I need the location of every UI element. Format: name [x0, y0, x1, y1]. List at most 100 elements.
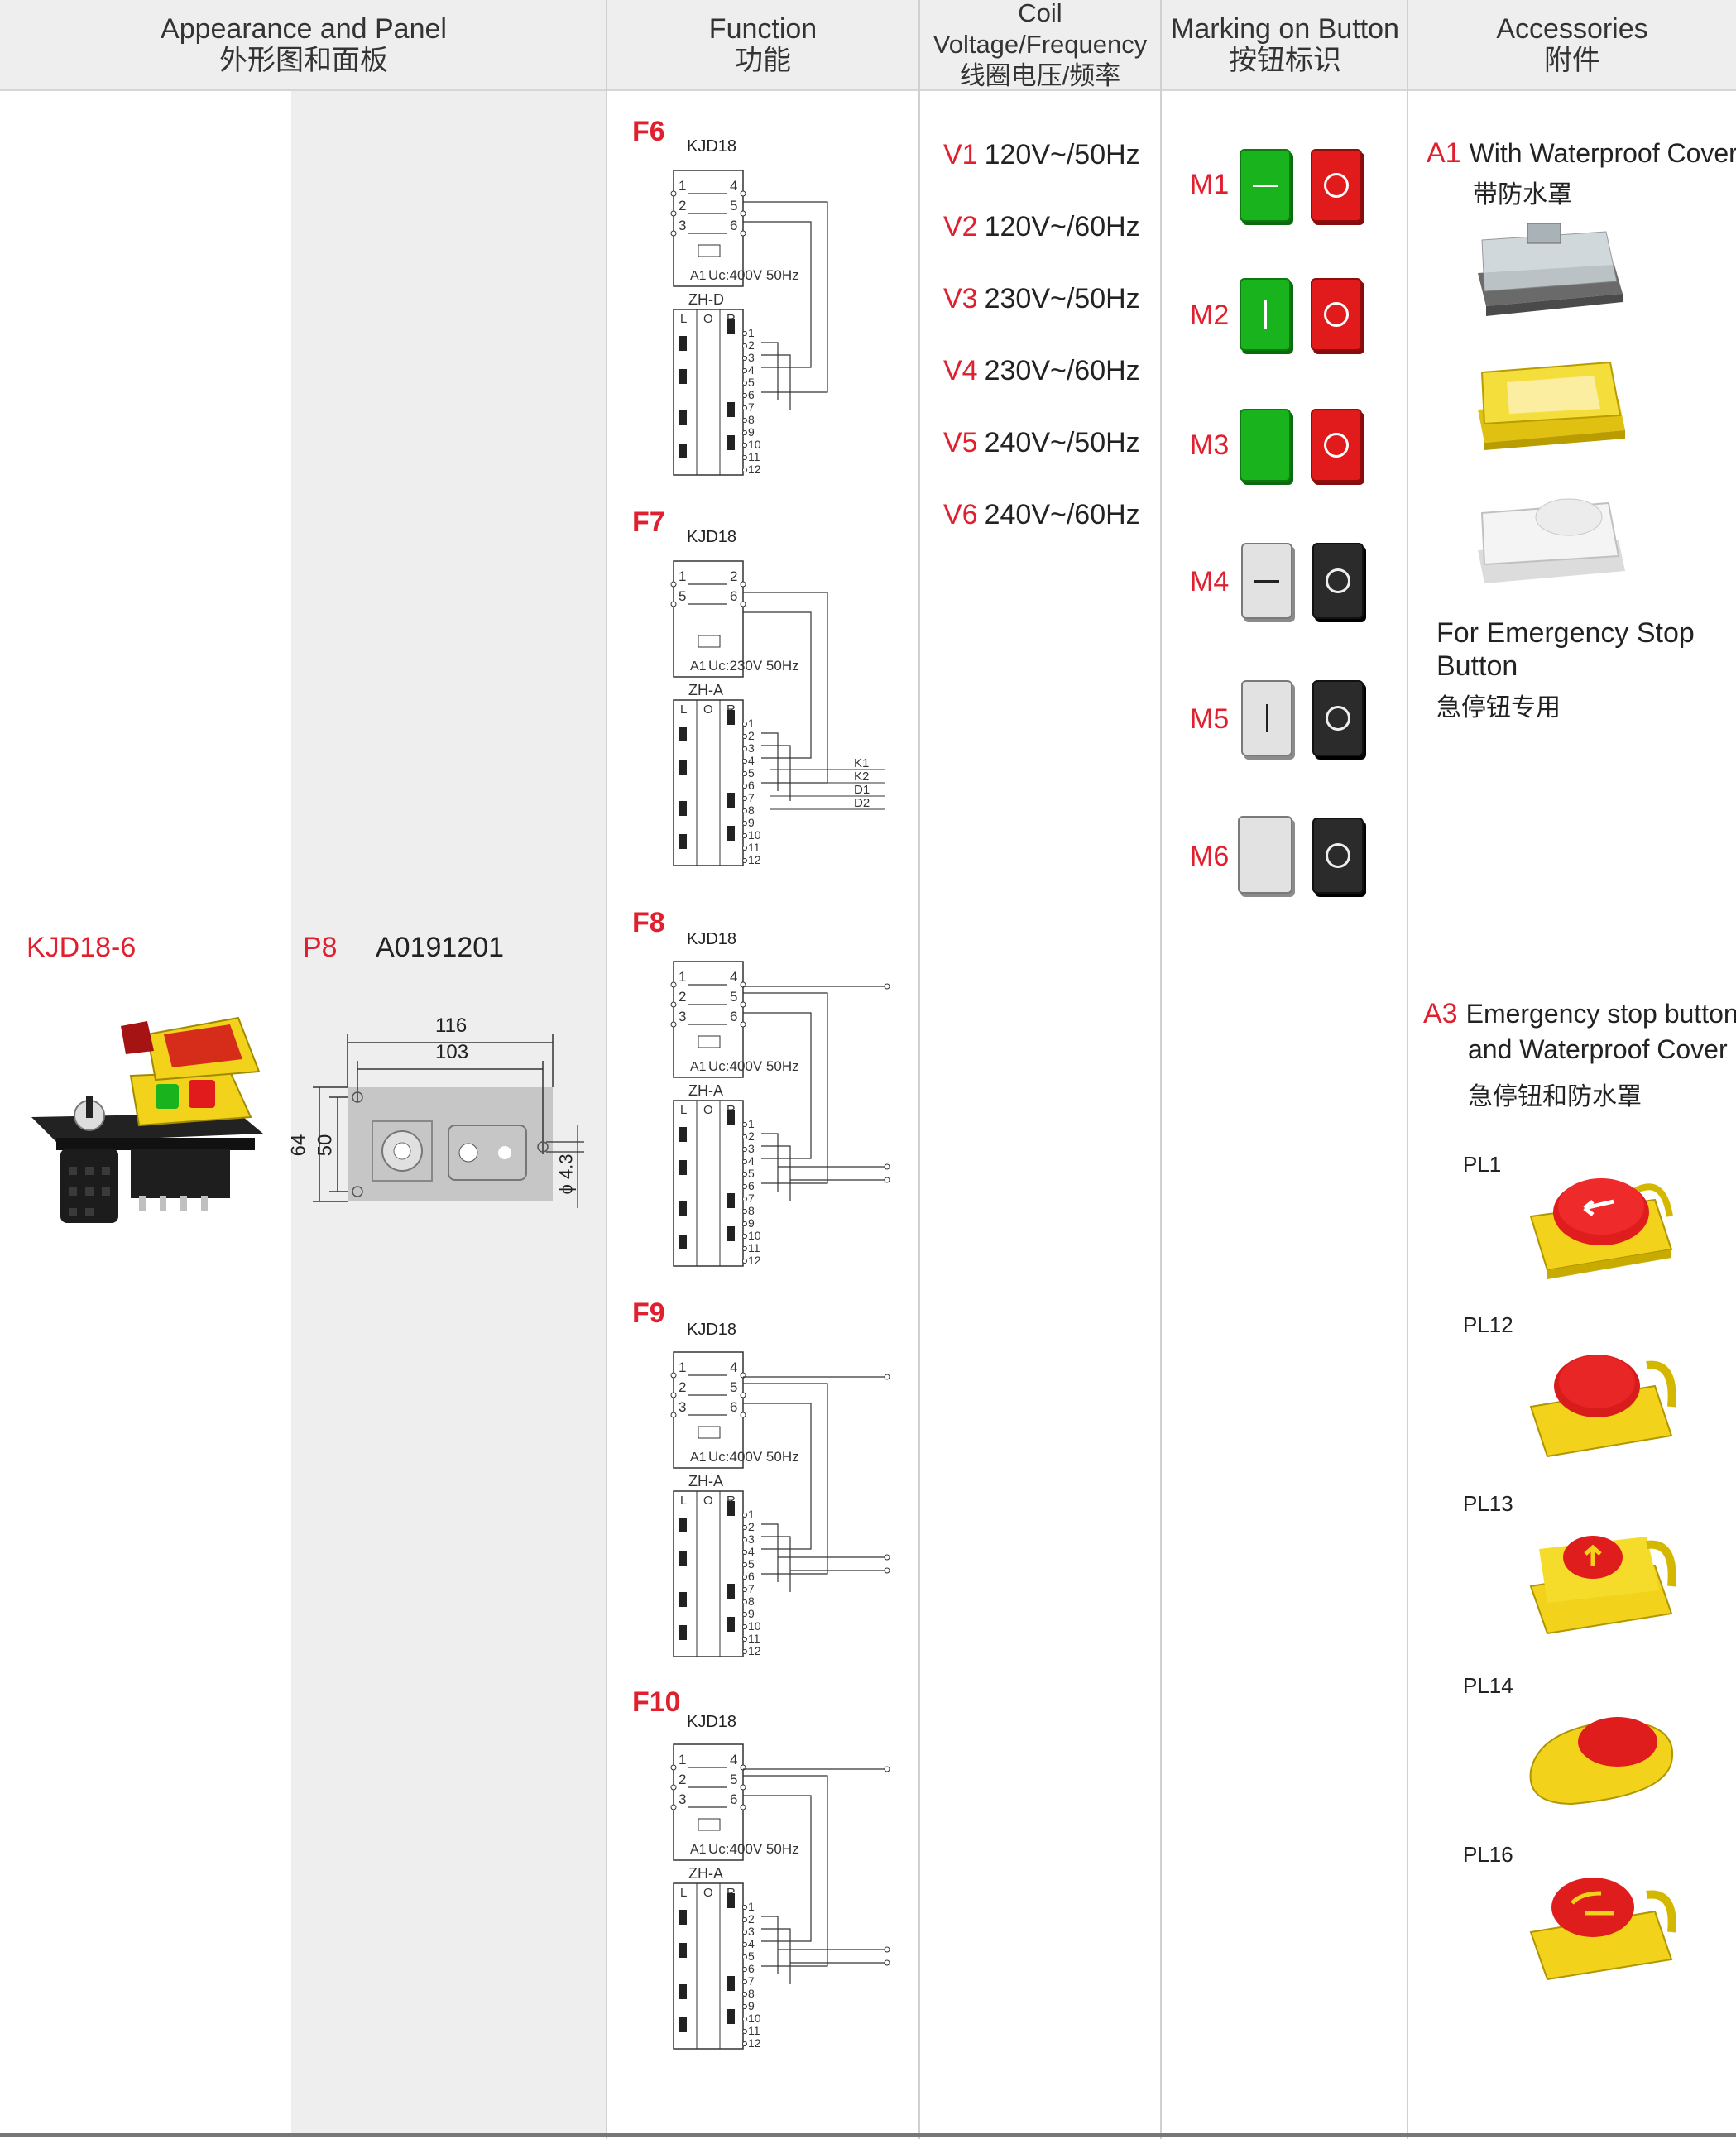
- stop-button-m4: [1312, 543, 1364, 619]
- svg-text:4: 4: [730, 178, 737, 194]
- svg-text:1: 1: [679, 178, 686, 194]
- header-marking-cn: 按钮标识: [1229, 45, 1341, 76]
- accessory-a3-cn: 急停钮和防水罩: [1468, 1083, 1642, 1110]
- svg-text:8: 8: [748, 803, 755, 817]
- svg-text:9: 9: [748, 816, 755, 829]
- panel-number: A0191201: [376, 932, 505, 963]
- dash-symbol: [1254, 579, 1279, 583]
- svg-text:D2: D2: [854, 796, 870, 810]
- dim-hole: ϕ 4.3: [555, 1153, 577, 1195]
- stop-button-m5: [1312, 680, 1364, 756]
- svg-text:6: 6: [730, 1399, 737, 1415]
- svg-text:ZH-D: ZH-D: [688, 291, 724, 308]
- estop-pl16-image: [1529, 1878, 1676, 1981]
- svg-text:10: 10: [748, 1229, 761, 1242]
- header-voltage-en: Coil Voltage/Frequency: [933, 0, 1148, 59]
- header-accessories-cn: 附件: [1544, 45, 1600, 76]
- svg-text:5: 5: [748, 766, 755, 779]
- o-symbol: [1326, 706, 1350, 731]
- svg-text:L: L: [680, 1494, 687, 1508]
- svg-text:12: 12: [748, 1254, 761, 1267]
- accessory-a1-en: With Waterproof Cover: [1469, 138, 1736, 168]
- svg-text:Uc:400V 50Hz: Uc:400V 50Hz: [708, 1058, 799, 1074]
- svg-text:O: O: [703, 1494, 713, 1508]
- svg-text:A1: A1: [690, 659, 707, 674]
- svg-text:7: 7: [748, 1582, 755, 1595]
- svg-text:4: 4: [748, 754, 755, 767]
- accessory-a3-en-1: Emergency stop button: [1465, 999, 1736, 1029]
- estop-pl13-image: [1529, 1536, 1676, 1635]
- svg-text:2: 2: [679, 989, 686, 1005]
- svg-text:6: 6: [730, 1009, 737, 1024]
- voltage-value: 120V~/60Hz: [984, 211, 1140, 242]
- stop-button-m3: [1311, 409, 1362, 482]
- o-symbol: [1324, 173, 1349, 198]
- svg-text:A1: A1: [690, 1843, 707, 1857]
- header-accessories: Accessories 附件: [1408, 0, 1736, 89]
- svg-text:8: 8: [748, 1204, 755, 1217]
- svg-text:1: 1: [748, 1508, 755, 1521]
- start-button-m5: [1241, 680, 1292, 756]
- voltage-code: V6: [943, 499, 978, 530]
- svg-text:10: 10: [748, 828, 761, 842]
- svg-text:9: 9: [748, 1999, 755, 2012]
- start-button-m4: [1241, 543, 1292, 619]
- yellow-cover-image: [1478, 361, 1625, 450]
- stop-button-m6: [1312, 818, 1364, 894]
- start-button-m1: [1240, 149, 1291, 222]
- start-button-m3: [1240, 409, 1291, 482]
- svg-text:9: 9: [748, 1607, 755, 1620]
- svg-text:8: 8: [748, 413, 755, 426]
- start-button-m2: [1240, 278, 1291, 351]
- voltage-value: 240V~/50Hz: [984, 427, 1140, 458]
- svg-text:2: 2: [748, 729, 755, 742]
- relay-label: KJD18: [687, 528, 737, 546]
- function-code: F6: [632, 116, 665, 147]
- voltage-code: V4: [943, 355, 978, 386]
- svg-text:6: 6: [730, 588, 737, 604]
- svg-text:11: 11: [748, 1632, 760, 1645]
- svg-text:4: 4: [748, 1545, 755, 1558]
- svg-text:8: 8: [748, 1987, 755, 2000]
- header-function-en: Function: [708, 13, 818, 45]
- svg-text:9: 9: [748, 1216, 755, 1230]
- svg-text:L: L: [680, 312, 687, 326]
- svg-text:K2: K2: [854, 770, 869, 784]
- product-model: KJD18-6: [26, 932, 137, 963]
- svg-text:12: 12: [748, 2036, 761, 2050]
- estop-note-cn: 急停钮专用: [1436, 694, 1561, 722]
- header-appearance-en: Appearance and Panel: [161, 13, 447, 45]
- voltage-value: 120V~/50Hz: [984, 139, 1140, 170]
- svg-text:O: O: [703, 1103, 713, 1117]
- voltage-value: 240V~/60Hz: [984, 499, 1140, 530]
- accessory-a1-code: A1: [1427, 137, 1461, 169]
- svg-text:5: 5: [730, 1379, 737, 1395]
- column-divider: [1407, 0, 1408, 2139]
- estop-pl1-image: [1529, 1178, 1673, 1279]
- header-function-cn: 功能: [735, 45, 791, 76]
- svg-text:12: 12: [748, 853, 761, 866]
- svg-text:1: 1: [748, 1900, 755, 1913]
- accessory-a3-en-2: and Waterproof Cover: [1468, 1034, 1728, 1064]
- start-button-m6: [1238, 816, 1292, 894]
- relay-label: KJD18: [687, 1713, 737, 1731]
- table-header: [0, 0, 1736, 91]
- voltage-code: V3: [943, 283, 978, 314]
- svg-text:1: 1: [679, 1360, 686, 1375]
- marking-code: M4: [1190, 566, 1230, 597]
- accessory-a3-code: A3: [1423, 998, 1458, 1029]
- svg-text:4: 4: [730, 1360, 737, 1375]
- svg-text:5: 5: [748, 1557, 755, 1571]
- svg-text:3: 3: [679, 1009, 686, 1024]
- svg-text:7: 7: [748, 1192, 755, 1205]
- panel-code: P8: [303, 932, 338, 963]
- svg-text:1: 1: [748, 1117, 755, 1130]
- header-appearance-cn: 外形图和面板: [219, 45, 388, 76]
- dim-outer-width: 116: [435, 1014, 468, 1037]
- svg-text:ZH-A: ZH-A: [688, 1082, 723, 1099]
